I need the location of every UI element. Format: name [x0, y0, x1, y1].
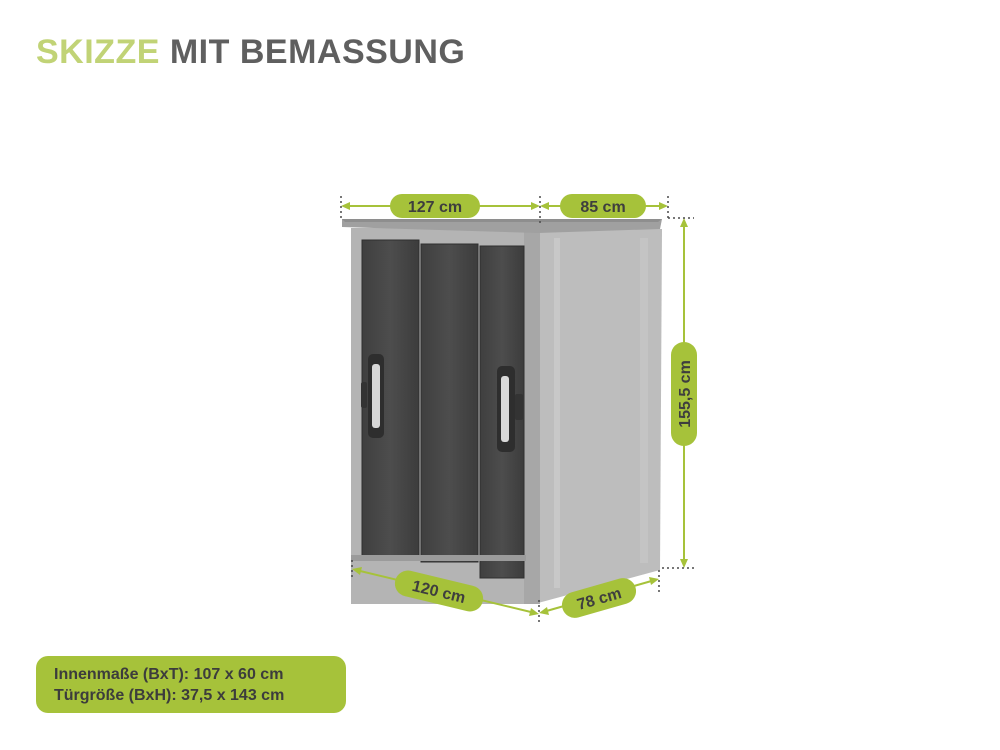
shed-roof [342, 219, 662, 233]
door-handle-left [361, 354, 384, 438]
shed-roof-edge [342, 219, 662, 222]
title-main: MIT BEMASSUNG [169, 33, 466, 71]
title-accent: SKIZZE [36, 33, 160, 71]
label-height: 155,5 cm [671, 342, 697, 446]
shed-front-corner [524, 232, 540, 604]
extension-lines [340, 196, 694, 624]
shed-side-rear-edge [640, 238, 648, 563]
label-height-text: 155,5 cm [677, 360, 694, 428]
shed-bottom-rail [351, 555, 526, 561]
label-top-depth: 85 cm [560, 194, 646, 218]
door-size-text: Türgröße (BxH): 37,5 x 143 cm [54, 687, 285, 704]
shed-side-panel [538, 229, 662, 603]
label-top-width-text: 127 cm [408, 199, 462, 216]
storage-shed-illustration [342, 219, 662, 604]
label-top-width: 127 cm [390, 194, 480, 218]
sliding-door-middle [420, 243, 479, 563]
label-top-depth-text: 85 cm [580, 199, 625, 216]
door-handle-right [497, 366, 523, 452]
specs-info-box: Innenmaße (BxT): 107 x 60 cm Türgröße (B… [36, 656, 346, 713]
shed-side-edge [554, 238, 560, 588]
inner-dimensions-text: Innenmaße (BxT): 107 x 60 cm [54, 666, 284, 683]
page-title: SKIZZE MIT BEMASSUNG [36, 32, 465, 72]
